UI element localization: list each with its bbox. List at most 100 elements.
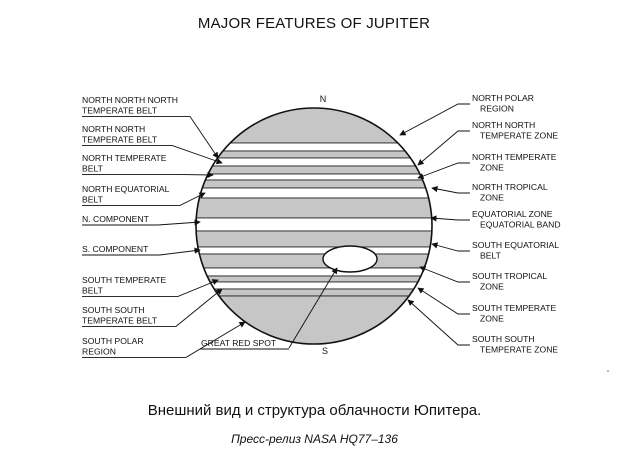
left-label-line: TEMPERATE BELT xyxy=(82,315,158,325)
left-label-line: SOUTH SOUTH xyxy=(82,305,145,315)
left-leader-line xyxy=(82,288,223,327)
right-label-line: EQUATORIAL ZONE xyxy=(472,209,553,219)
cloud-zone xyxy=(196,217,432,232)
left-label-line: SOUTH TEMPERATE xyxy=(82,275,166,285)
cloud-belt xyxy=(196,230,432,248)
cloud-zone xyxy=(196,246,432,255)
right-label-line: ZONE xyxy=(480,281,504,291)
left-leader-line xyxy=(82,115,219,159)
great-red-spot xyxy=(322,245,378,273)
left-label-line: SOUTH POLAR xyxy=(82,336,144,346)
cloud-belt xyxy=(196,108,432,144)
right-leader-line xyxy=(430,215,470,222)
right-leader-line xyxy=(407,299,470,346)
left-leader-line xyxy=(82,247,201,256)
left-leader-line xyxy=(82,171,214,179)
left-label-line: BELT xyxy=(82,163,104,173)
left-label-line: TEMPERATE BELT xyxy=(82,105,158,115)
cloud-belt xyxy=(196,165,432,175)
right-label-line: SOUTH EQUATORIAL xyxy=(472,240,559,250)
cloud-zone xyxy=(196,267,432,277)
left-leader-line xyxy=(82,279,219,297)
left-label-line: NORTH EQUATORIAL xyxy=(82,184,170,194)
right-label-line: SOUTH SOUTH xyxy=(472,334,535,344)
right-label-line: NORTH NORTH xyxy=(472,120,535,130)
north-pole-label: N xyxy=(320,94,327,104)
left-label-line: NORTH NORTH xyxy=(82,124,145,134)
cloud-zone xyxy=(196,157,432,167)
left-label-line: NORTH TEMPERATE xyxy=(82,153,167,163)
figure-source: Пресс-релиз NASA HQ77–136 xyxy=(231,432,398,446)
right-label-line: REGION xyxy=(480,103,514,113)
right-leader-line xyxy=(419,266,470,283)
right-leader-line xyxy=(399,103,470,136)
cloud-zone xyxy=(196,281,432,290)
left-leader-line xyxy=(82,219,201,226)
cloud-belt xyxy=(196,253,432,269)
right-label-line: NORTH POLAR xyxy=(472,93,534,103)
left-label-line: NORTH NORTH NORTH xyxy=(82,95,178,105)
left-leader-line xyxy=(82,144,223,165)
left-label-line: REGION xyxy=(82,346,116,356)
left-label-line: BELT xyxy=(82,194,104,204)
left-label-line: N. COMPONENT xyxy=(82,214,150,224)
cloud-belt xyxy=(196,197,432,219)
right-leader-line xyxy=(417,130,470,166)
right-leader-line xyxy=(431,185,470,194)
right-leader-line xyxy=(417,162,470,180)
great-red-spot-callout: GREAT RED SPOT xyxy=(200,267,338,350)
right-label-line: NORTH TROPICAL xyxy=(472,182,548,192)
great-red-spot-leader xyxy=(288,267,338,349)
right-label-line: SOUTH TROPICAL xyxy=(472,271,548,281)
left-label-line: S. COMPONENT xyxy=(82,244,149,254)
cloud-zone xyxy=(196,187,432,199)
right-label-line: TEMPERATE ZONE xyxy=(480,130,558,140)
great-red-spot-label: GREAT RED SPOT xyxy=(201,338,277,348)
left-label-line: TEMPERATE BELT xyxy=(82,134,158,144)
stray-dot xyxy=(607,370,609,372)
diagram-title: MAJOR FEATURES OF JUPITER xyxy=(198,15,430,32)
right-label-line: ZONE xyxy=(480,313,504,323)
left-label-6: S. COMPONENT xyxy=(82,244,201,256)
cloud-belt xyxy=(196,288,432,297)
right-label-line: SOUTH TEMPERATE xyxy=(472,303,556,313)
right-label-line: ZONE xyxy=(480,162,504,172)
planet-outline xyxy=(195,107,433,345)
cloud-zone xyxy=(196,173,432,181)
left-label-line: BELT xyxy=(82,285,104,295)
figure-caption: Внешний вид и структура облачности Юпите… xyxy=(147,402,482,419)
left-leader-line xyxy=(82,192,206,206)
south-pole-label: S xyxy=(322,346,328,356)
right-leader-line xyxy=(431,242,470,252)
right-label-line: ZONE xyxy=(480,192,504,202)
left-label-5: N. COMPONENT xyxy=(82,214,201,226)
right-label-line: BELT xyxy=(480,250,502,260)
cloud-belt xyxy=(196,150,432,159)
left-leader-line xyxy=(82,321,246,358)
right-leader-line xyxy=(417,287,470,315)
right-label-line: NORTH TEMPERATE xyxy=(472,152,557,162)
planet-jupiter xyxy=(195,107,433,345)
cloud-belt xyxy=(196,275,432,283)
cloud-belt xyxy=(196,179,432,189)
right-label-line: TEMPERATE ZONE xyxy=(480,344,558,354)
